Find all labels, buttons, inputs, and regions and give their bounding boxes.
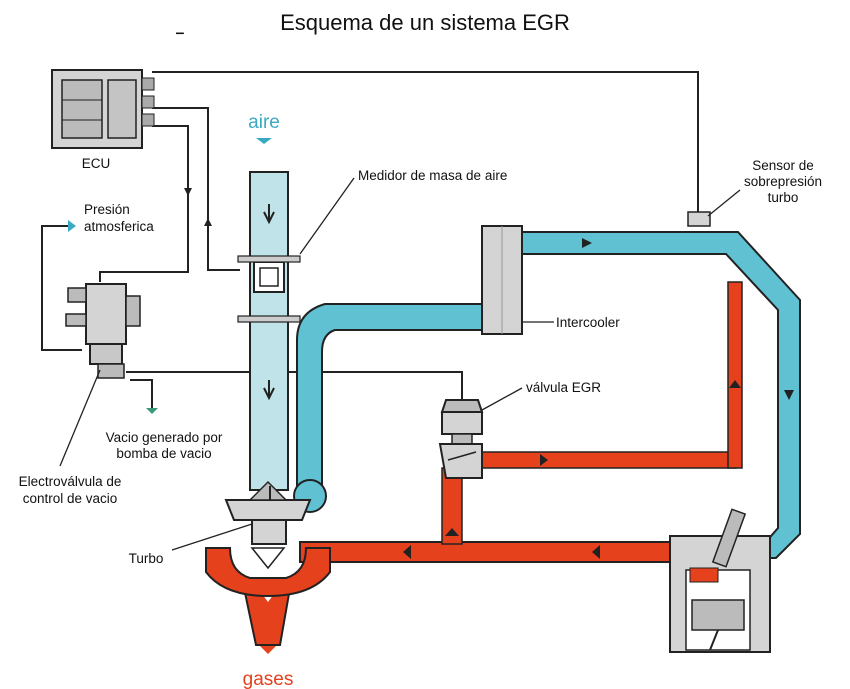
label-gases: gases: [243, 669, 294, 689]
wire-ecu-to-electrovalve: [99, 125, 189, 282]
label-turbo: Turbo: [129, 551, 164, 566]
line-vacuum-source: [130, 379, 153, 412]
label-presion-1: Presión: [84, 202, 130, 217]
wiring: [41, 71, 699, 412]
label-ecu: ECU: [82, 156, 111, 171]
wire-ecu-to-boost-sensor: [152, 71, 699, 212]
intercooler: [481, 225, 523, 335]
label-presion-2: atmosferica: [84, 219, 154, 234]
label-valvula-egr: válvula EGR: [526, 380, 601, 395]
pressure-arrow: [68, 220, 76, 232]
label-electro-1: Electroválvula de: [19, 474, 122, 489]
pressurized-air-duct: [293, 231, 801, 559]
wire-ecu-to-maf: [152, 107, 240, 271]
gases-arrow: [260, 646, 276, 654]
wire-arrow-up: [204, 218, 212, 226]
leader-lines: [59, 177, 741, 551]
intake-pipe: [237, 171, 301, 491]
label-electro-2: control de vacio: [23, 491, 118, 506]
label-sensor-3: turbo: [768, 190, 799, 205]
boost-sensor: [687, 211, 711, 227]
turbo: [205, 480, 331, 598]
label-aire: aire: [248, 112, 280, 133]
line-vacuum-to-egr: [126, 371, 463, 400]
ecu-unit: [51, 69, 155, 149]
maf-sensor: [253, 261, 285, 293]
label-vacio-1: Vacio generado por: [106, 430, 223, 445]
air-arrow: [256, 138, 272, 144]
label-vacio-2: bomba de vacio: [116, 446, 211, 461]
stray-mark: ▔: [175, 32, 184, 45]
wire-arrow-down: [184, 188, 192, 196]
label-sensor-1: Sensor de: [752, 158, 814, 173]
engine-cylinder: [669, 508, 771, 653]
egr-valve: [438, 399, 484, 479]
label-intercooler: Intercooler: [556, 315, 620, 330]
line-atmospheric-pressure: [41, 225, 82, 351]
vacuum-arrow: [146, 408, 158, 414]
diagram-title: Esquema de un sistema EGR: [280, 10, 570, 35]
label-sensor-2: sobrepresión: [744, 174, 822, 189]
electrovalve: [65, 283, 141, 379]
label-medidor: Medidor de masa de aire: [358, 168, 507, 183]
